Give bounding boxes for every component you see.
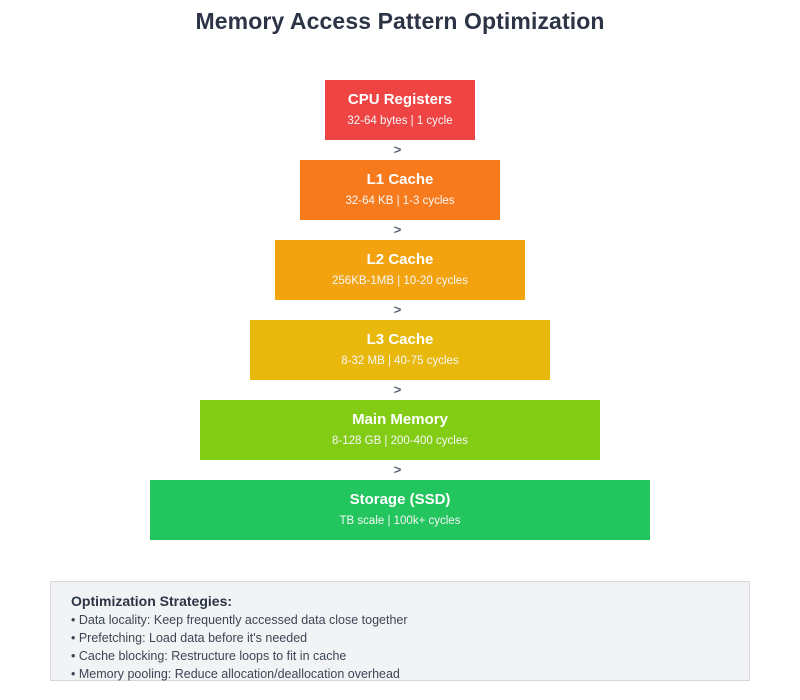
tier-row-cpu-registers: CPU Registers 32-64 bytes | 1 cycle > [0,80,800,160]
tier-spec-l3-cache: 8-32 MB | 40-75 cycles [341,355,459,367]
tier-row-main-memory: Main Memory 8-128 GB | 200-400 cycles > [0,400,800,480]
chevron-down-icon: > [393,142,402,157]
strategy-item: • Memory pooling: Reduce allocation/deal… [71,667,400,681]
chevron-down-icon: > [393,222,402,237]
chevron-down-icon: > [393,302,402,317]
tier-spec-main-memory: 8-128 GB | 200-400 cycles [332,435,468,447]
tier-bar-cpu-registers[interactable]: CPU Registers 32-64 bytes | 1 cycle [325,80,475,140]
tier-row-l3-cache: L3 Cache 8-32 MB | 40-75 cycles > [0,320,800,400]
strategies-heading: Optimization Strategies: [71,593,233,609]
tier-bar-l1-cache[interactable]: L1 Cache 32-64 KB | 1-3 cycles [300,160,500,220]
tier-row-l1-cache: L1 Cache 32-64 KB | 1-3 cycles > [0,160,800,240]
memory-hierarchy-pyramid: CPU Registers 32-64 bytes | 1 cycle > L1… [0,80,800,560]
optimization-strategies-panel: Optimization Strategies: • Data locality… [50,581,750,681]
optimization-strategies-content: Optimization Strategies: • Data locality… [71,582,741,683]
tier-row-l2-cache: L2 Cache 256KB-1MB | 10-20 cycles > [0,240,800,320]
tier-spec-storage-ssd: TB scale | 100k+ cycles [339,515,461,527]
strategy-item: • Data locality: Keep frequently accesse… [71,613,408,627]
strategy-item: • Cache blocking: Restructure loops to f… [71,649,347,663]
tier-bar-storage-ssd[interactable]: Storage (SSD) TB scale | 100k+ cycles [150,480,650,540]
tier-label-main-memory: Main Memory [352,411,448,428]
tier-spec-cpu-registers: 32-64 bytes | 1 cycle [347,115,453,127]
page-title: Memory Access Pattern Optimization [195,8,605,34]
tier-label-storage-ssd: Storage (SSD) [349,491,451,508]
chevron-down-icon: > [393,462,402,477]
tier-label-l1-cache: L1 Cache [366,171,434,188]
tier-label-l2-cache: L2 Cache [366,251,434,268]
chevron-down-icon: > [393,382,402,397]
tier-label-cpu-registers: CPU Registers [347,91,453,108]
tier-label-l3-cache: L3 Cache [366,331,434,348]
strategy-item: • Prefetching: Load data before it's nee… [71,631,308,645]
tier-bar-l3-cache[interactable]: L3 Cache 8-32 MB | 40-75 cycles [250,320,550,380]
tier-spec-l2-cache: 256KB-1MB | 10-20 cycles [332,275,468,287]
tier-spec-l1-cache: 32-64 KB | 1-3 cycles [345,195,455,207]
tier-row-storage-ssd: Storage (SSD) TB scale | 100k+ cycles [0,480,800,560]
tier-bar-main-memory[interactable]: Main Memory 8-128 GB | 200-400 cycles [200,400,600,460]
tier-bar-l2-cache[interactable]: L2 Cache 256KB-1MB | 10-20 cycles [275,240,525,300]
